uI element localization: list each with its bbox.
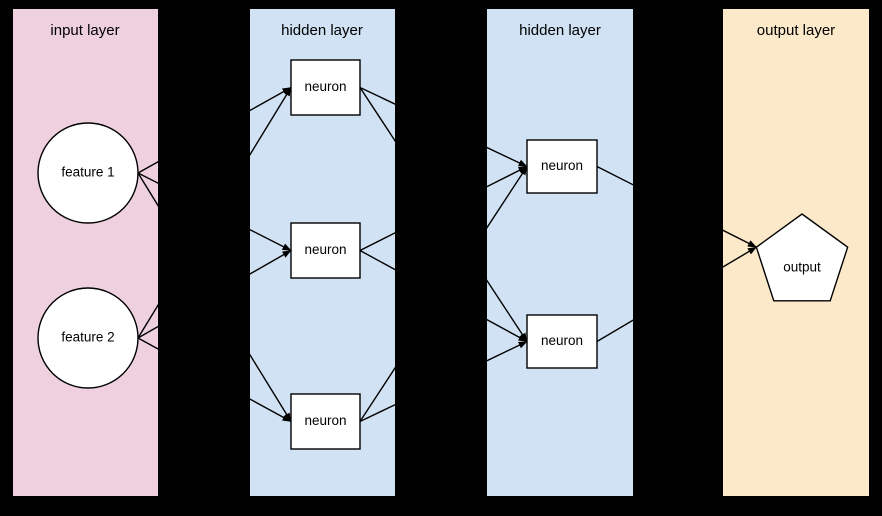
edge-hidden-1-neuron-1-to-hidden-2-neuron-2-tail: [359, 87, 395, 143]
network-nodes: feature 1 feature 2 neuron neuron neuron neur…: [37, 59, 849, 450]
edge-feature-1-to-hidden-1-neuron-2: [250, 228, 292, 252]
node-label-hidden-1-neuron-2: neuron: [304, 242, 346, 257]
node-hidden-1-neuron-2[interactable]: [290, 222, 361, 279]
node-label-feature-2: feature 2: [61, 330, 114, 345]
layer-title-output-layer: output layer: [757, 22, 835, 39]
edge-hidden-2-neuron-1-to-output-node: [723, 229, 757, 248]
edge-hidden-2-neuron-1-to-output-node-tail: [596, 165, 633, 186]
edge-hidden-1-neuron-1-to-hidden-2-neuron-1-tail: [359, 86, 395, 105]
node-feature-1[interactable]: [37, 122, 139, 224]
edge-feature-1-to-hidden-1-neuron-1: [250, 86, 292, 112]
node-label-hidden-2-neuron-1: neuron: [541, 158, 583, 173]
node-label-hidden-1-neuron-1: neuron: [304, 79, 346, 94]
node-label-hidden-2-neuron-2: neuron: [541, 333, 583, 348]
node-output-node[interactable]: [755, 213, 849, 302]
layer-title-hidden-layer-2: hidden layer: [519, 22, 601, 39]
edge-feature-2-to-hidden-1-neuron-3: [250, 398, 292, 423]
edge-hidden-1-neuron-2-to-hidden-2-neuron-2: [487, 318, 528, 343]
edge-hidden-1-neuron-3-to-hidden-2-neuron-1: [487, 165, 528, 229]
edge-hidden-1-neuron-1-to-hidden-2-neuron-2: [487, 279, 528, 343]
layer-backgrounds: [13, 9, 869, 496]
edge-hidden-1-neuron-3-to-hidden-2-neuron-1-tail: [359, 366, 395, 422]
node-hidden-2-neuron-1[interactable]: [526, 139, 598, 194]
layer-title-hidden-layer-1: hidden layer: [281, 22, 363, 39]
edge-hidden-1-neuron-2-to-hidden-2-neuron-1: [487, 165, 528, 188]
layer-background-hidden-layer-2: [487, 9, 633, 496]
node-label-feature-1: feature 1: [61, 165, 114, 180]
layer-titles: input layer hidden layer hidden layer outpu…: [50, 22, 835, 39]
connection-edges: [137, 86, 757, 423]
edge-hidden-1-neuron-3-to-hidden-2-neuron-2-tail: [359, 403, 395, 423]
node-label-output-node: output: [783, 260, 821, 275]
edge-hidden-2-neuron-2-to-output-node-tail: [596, 319, 633, 343]
layer-title-input-layer: input layer: [50, 22, 119, 39]
edge-hidden-1-neuron-2-to-hidden-2-neuron-2-tail: [359, 249, 395, 271]
edge-hidden-1-neuron-3-to-hidden-2-neuron-2: [487, 340, 528, 362]
node-hidden-2-neuron-2[interactable]: [526, 314, 598, 369]
node-hidden-1-neuron-3[interactable]: [290, 393, 361, 450]
edge-feature-1-to-hidden-1-neuron-3: [250, 353, 292, 423]
node-hidden-1-neuron-1[interactable]: [290, 59, 361, 116]
edge-hidden-1-neuron-2-to-hidden-2-neuron-1-tail: [359, 232, 395, 252]
layer-background-input-layer: [13, 9, 158, 496]
edge-hidden-1-neuron-1-to-hidden-2-neuron-1: [487, 146, 528, 168]
node-feature-2[interactable]: [37, 287, 139, 389]
edge-feature-2-to-hidden-1-neuron-2: [250, 249, 292, 275]
edge-feature-2-to-hidden-1-neuron-1: [250, 86, 292, 156]
edge-hidden-2-neuron-2-to-output-node: [723, 246, 757, 268]
node-label-hidden-1-neuron-3: neuron: [304, 413, 346, 428]
